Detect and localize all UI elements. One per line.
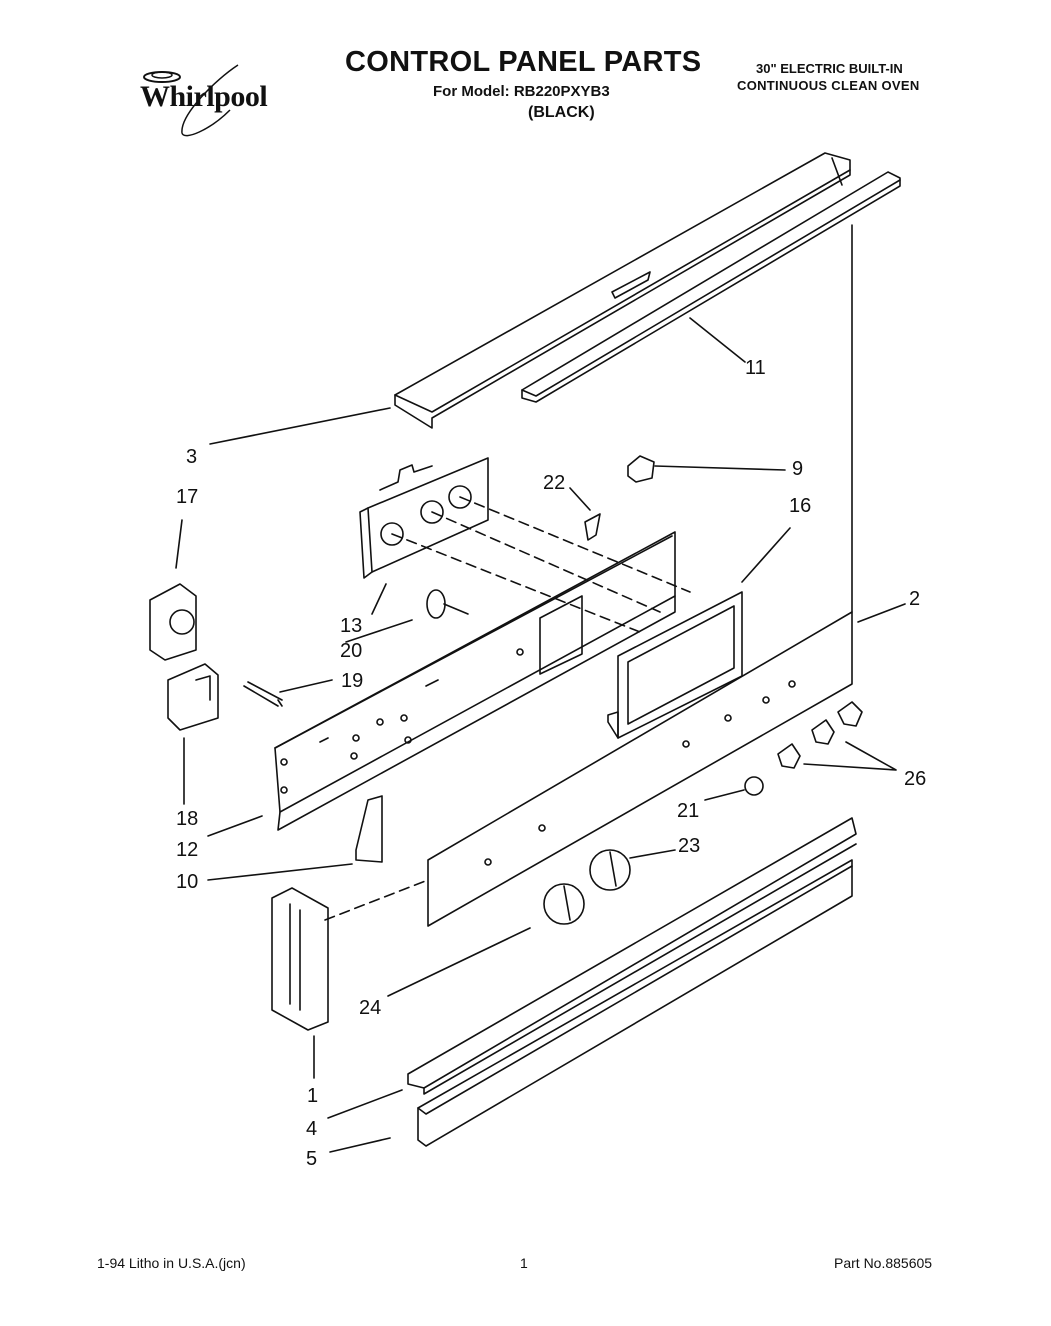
callout-20: 20 [340, 640, 363, 662]
footer-part-number: Part No.885605 [834, 1255, 933, 1271]
part-top-channel [394, 152, 851, 429]
callout-13: 13 [340, 615, 363, 637]
part-pin [243, 681, 283, 707]
logo-swoosh-icon [143, 64, 239, 137]
footer-litho: 1-94 Litho in U.S.A.(jcn) [97, 1255, 246, 1271]
part-stem-knob [426, 589, 469, 619]
callout-1: 1 [307, 1085, 319, 1107]
part-clip [584, 513, 601, 541]
oven-type-line2: CONTINUOUS CLEAN OVEN [737, 78, 920, 93]
part-mount-bracket [355, 795, 383, 863]
part-glass-panel [427, 611, 853, 927]
callout-19: 19 [341, 670, 364, 692]
callout-9: 9 [792, 458, 804, 480]
leader-arrows [175, 317, 906, 1153]
page-title: CONTROL PANEL PARTS [345, 46, 702, 78]
part-bottom-channels [407, 817, 857, 1147]
callout-5: 5 [306, 1148, 318, 1170]
callout-18: 18 [176, 808, 199, 830]
callout-3: 3 [186, 446, 198, 468]
part-trim-strip [521, 171, 901, 403]
part-small-knobs [682, 680, 863, 769]
callout-16: 16 [789, 495, 812, 517]
footer-page-number: 1 [520, 1255, 528, 1271]
callout-26: 26 [904, 768, 927, 790]
part-switch-bracket [359, 457, 489, 579]
brand-wordmark: Whirlpool [140, 80, 268, 113]
callout-10: 10 [176, 871, 199, 893]
color-line: (BLACK) [528, 104, 595, 121]
part-handle [271, 887, 329, 1031]
part-main-console [274, 531, 676, 831]
brand-logo [120, 55, 290, 145]
model-line: For Model: RB220PXYB3 [433, 83, 610, 100]
callout-4: 4 [306, 1118, 318, 1140]
callout-24: 24 [359, 997, 382, 1019]
callout-2: 2 [909, 588, 921, 610]
callout-11: 11 [745, 357, 766, 379]
callout-22: 22 [543, 472, 566, 494]
callout-12: 12 [176, 839, 199, 861]
oven-type-line1: 30" ELECTRIC BUILT-IN [756, 61, 903, 76]
part-large-knobs [484, 824, 631, 925]
callout-17: 17 [176, 486, 199, 508]
part-transformer [167, 663, 219, 731]
part-button [627, 455, 655, 483]
callout-23: 23 [678, 835, 701, 857]
part-small-cap [744, 776, 764, 796]
part-rotary-switch [149, 583, 197, 661]
callout-21: 21 [677, 800, 700, 822]
